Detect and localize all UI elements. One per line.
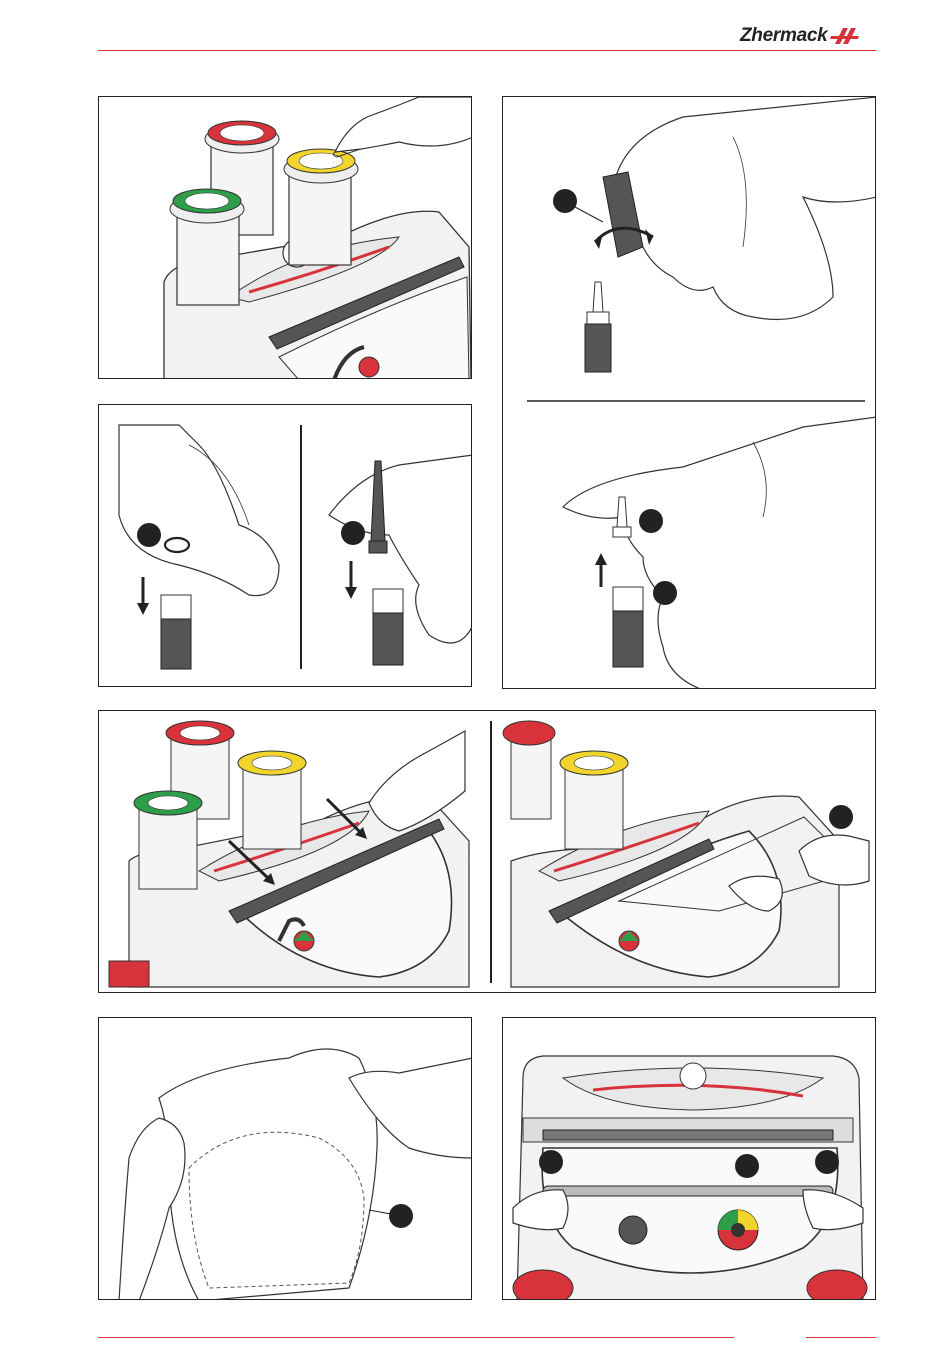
filter-bag-illustration bbox=[99, 1018, 472, 1300]
figure-panel-6 bbox=[502, 1017, 876, 1300]
lid-frame-removal-illustration bbox=[99, 711, 876, 993]
brand-logo: Zhermack bbox=[740, 24, 880, 48]
brand-mark-icon bbox=[829, 26, 863, 46]
figure-panel-4 bbox=[98, 710, 876, 993]
footer-rule-right bbox=[806, 1337, 876, 1338]
front-view-rods-illustration bbox=[503, 1018, 876, 1300]
nozzle-unscrew-illustration bbox=[503, 97, 876, 689]
figure-panel-1 bbox=[98, 96, 472, 379]
figure-panel-3 bbox=[98, 404, 472, 687]
footer-rule-left bbox=[98, 1337, 734, 1338]
figure-panel-2 bbox=[502, 96, 876, 689]
unit-jars-press-lid-illustration bbox=[99, 97, 472, 379]
figure-panel-5 bbox=[98, 1017, 472, 1300]
brand-name: Zhermack bbox=[740, 25, 827, 47]
ring-and-nozzle-removal-illustration bbox=[99, 405, 472, 687]
header-rule bbox=[98, 50, 876, 51]
